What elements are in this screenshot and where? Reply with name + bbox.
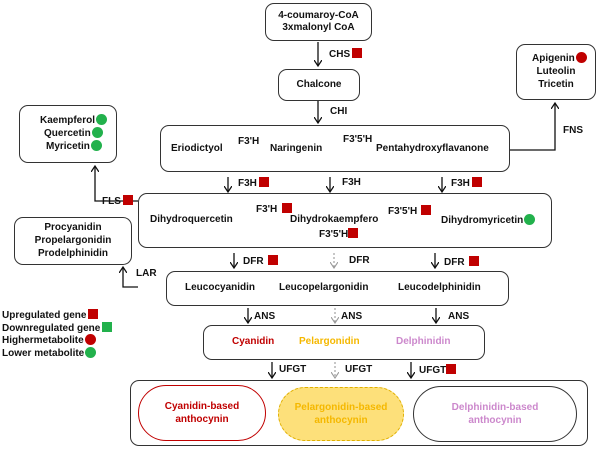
node-start-line1: 4-coumaroy-CoA [278, 10, 359, 21]
node-dihydroquercetin: Dihydroquercetin [150, 214, 233, 225]
upregulated-gene-marker [282, 203, 293, 213]
node-delphinidin-anthocyanin: Delphinidin-based anthocynin [413, 386, 577, 442]
legend-downregulated-gene: Downregulated gene [2, 322, 113, 335]
enzyme-dfr-3: DFR [444, 256, 479, 269]
node-start-line2: 3xmalonyl CoA [282, 22, 355, 33]
flavonol-myricetin: Myricetin [46, 140, 102, 153]
legend-lower-metabolite: Lower metabolite [2, 347, 97, 360]
enzyme-f3h-3: F3H [451, 177, 482, 190]
enzyme-dfr-2: DFR [349, 255, 370, 266]
enzyme-ufgt-3: UFGT [419, 364, 457, 377]
enzyme-ans-3: ANS [448, 311, 470, 322]
enzyme-ans-1: ANS [254, 311, 276, 322]
upregulated-gene-marker [258, 177, 269, 187]
enzyme-dfr-1: DFR [243, 255, 278, 268]
node-cyanidin-anthocyanin: Cyanidin-based anthocynin [138, 385, 266, 441]
proanthocyanidin-procyanidin: Procyanidin [44, 222, 102, 233]
lower-metabolite-marker [96, 114, 108, 125]
lower-metabolite-marker [85, 347, 97, 358]
lower-metabolite-marker [91, 127, 103, 138]
node-flavanones [160, 125, 510, 172]
enzyme-f3h-dihydroquercetin: F3'H [256, 203, 293, 216]
upregulated-gene-marker [446, 364, 457, 374]
node-dihydrokaempferol: Dihydrokaempfero [290, 214, 379, 225]
flavone-apigenin: Apigenin [532, 52, 587, 65]
proanthocyanidin-propelargonidin: Propelargonidin [34, 235, 112, 246]
upregulated-gene-marker [471, 177, 482, 187]
lower-metabolite-marker [524, 214, 536, 225]
node-pentahydroxyflavanone: Pentahydroxyflavanone [376, 143, 489, 154]
upregulated-gene-marker [421, 205, 432, 215]
enzyme-f3h-1: F3H [238, 177, 269, 190]
enzyme-chs: CHS [329, 48, 363, 61]
enzyme-f3h-2: F3H [342, 177, 361, 188]
enzyme-f35h-pentahydroxy: F3'5'H [343, 134, 373, 145]
upregulated-gene-marker [88, 309, 99, 319]
node-delphinidin: Delphinidin [396, 336, 451, 347]
enzyme-ans-2: ANS [341, 311, 363, 322]
flavone-tricetin: Tricetin [538, 79, 574, 90]
downregulated-gene-marker [102, 322, 113, 332]
legend-upregulated-gene: Upregulated gene [2, 309, 99, 322]
node-dihydroflavonols [138, 193, 552, 248]
enzyme-fns: FNS [563, 125, 583, 136]
enzyme-chi: CHI [330, 106, 348, 117]
node-naringenin: Naringenin [270, 143, 323, 154]
legend-higher-metabolite: Highermetabolite [2, 334, 96, 347]
flavonol-kaempferol: Kaempferol [40, 114, 108, 127]
node-pelargonidin-anthocyanin: Pelargonidin-based anthocynin [278, 387, 404, 441]
node-eriodictyol: Eriodictyol [171, 143, 223, 154]
enzyme-ufgt-1: UFGT [279, 364, 307, 375]
upregulated-gene-marker [122, 195, 133, 205]
enzyme-lar: LAR [136, 268, 157, 279]
arrow-lar [123, 267, 138, 288]
upregulated-gene-marker [468, 256, 479, 266]
node-start [265, 3, 372, 41]
higher-metabolite-marker [84, 334, 96, 345]
node-leucodelphinidin: Leucodelphinidin [398, 282, 481, 293]
node-proanthocyanidins [14, 217, 132, 265]
enzyme-f35h-bottom: F3'5'H [319, 228, 359, 241]
upregulated-gene-marker [267, 255, 278, 265]
arrow-fns [510, 103, 555, 151]
flavone-luteolin: Luteolin [536, 66, 576, 77]
flavonol-quercetin: Quercetin [44, 127, 103, 140]
upregulated-gene-marker [352, 48, 363, 58]
upregulated-gene-marker [348, 228, 359, 238]
enzyme-f3h-eriodictyol: F3'H [238, 136, 260, 147]
node-anthocyanidins [203, 325, 485, 360]
higher-metabolite-marker [575, 52, 587, 63]
node-chalcone [278, 69, 360, 101]
proanthocyanidin-prodelphinidin: Prodelphinidin [38, 248, 108, 259]
node-pelargonidin: Pelargonidin [299, 336, 360, 347]
node-leucoanthocyanidins [166, 271, 509, 306]
node-chalcone-label: Chalcone [296, 79, 342, 90]
node-cyanidin: Cyanidin [232, 336, 275, 347]
enzyme-ufgt-2: UFGT [345, 364, 373, 375]
enzyme-fls: FLS [102, 195, 133, 208]
node-leucocyanidin: Leucocyanidin [185, 282, 256, 293]
node-leucopelargonidin: Leucopelargonidin [279, 282, 369, 293]
lower-metabolite-marker [90, 140, 102, 151]
enzyme-f35h-dihydromyricetin: F3'5'H [388, 205, 432, 218]
node-dihydromyricetin: Dihydromyricetin [441, 214, 536, 227]
